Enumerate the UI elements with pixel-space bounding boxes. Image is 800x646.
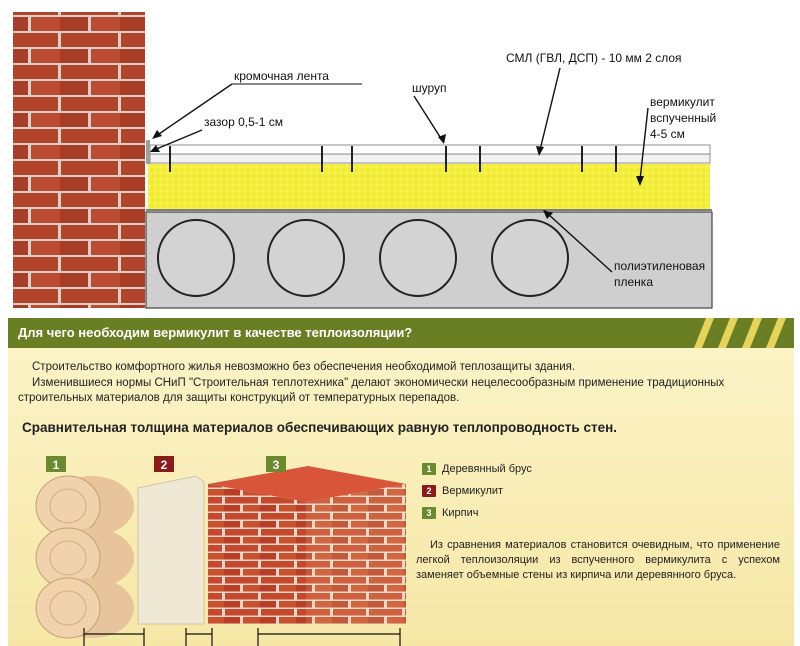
slab-hollow-2	[267, 219, 345, 297]
conclusion-text: Из сравнения материалов становится очеви…	[416, 539, 780, 581]
label-vermiculite-2: вспученный	[650, 111, 716, 125]
brick-wall	[13, 12, 145, 308]
paragraph-1: Строительство комфортного жилья невозмож…	[32, 361, 576, 373]
paragraph-3: строительных материалов для защиты конст…	[18, 392, 460, 404]
comparison-title: Сравнительная толщина материалов обеспеч…	[22, 420, 617, 435]
sheet-layer-1	[149, 153, 711, 164]
vermiculite-board	[137, 475, 205, 625]
badge-2: 2	[154, 456, 174, 472]
legend-item-wood: 1 Деревянный брус	[422, 462, 532, 476]
vermiculite-layer	[148, 164, 710, 209]
badge-3: 3	[266, 456, 286, 472]
floor-cross-section-diagram: кромочная лента зазор 0,5-1 см шуруп СМЛ…	[0, 0, 800, 318]
label-film-2: пленка	[614, 275, 653, 289]
wooden-beam-logs	[35, 475, 134, 639]
materials-illustration: 1 2 3	[35, 456, 406, 646]
paragraph-2: Изменившиеся нормы СНиП "Строительная те…	[32, 377, 725, 389]
svg-text:1: 1	[53, 458, 60, 472]
legend-label-brick: Кирпич	[442, 507, 479, 519]
legend-label-vermiculite: Вермикулит	[442, 485, 504, 497]
legend-label-wood: Деревянный брус	[442, 463, 532, 475]
banner-stripes	[694, 318, 786, 348]
banner-title: Для чего необходим вермикулит в качестве…	[18, 325, 413, 340]
sheet-layer-2	[149, 144, 711, 155]
legend-item-brick: 3 Кирпич	[422, 506, 479, 520]
svg-text:2: 2	[161, 458, 168, 472]
svg-text:3: 3	[273, 458, 280, 472]
edge-tape	[146, 140, 150, 164]
dimension-lines	[83, 628, 401, 646]
brick-block-side	[306, 484, 406, 624]
slab-hollow-1	[157, 219, 235, 297]
legend-item-vermiculite: 2 Вермикулит	[422, 484, 503, 498]
label-vermiculite-3: 4-5 см	[650, 127, 685, 141]
legend-badge-1: 1	[422, 463, 436, 475]
legend-badge-2: 2	[422, 485, 436, 497]
label-film-1: полиэтиленовая	[614, 259, 705, 273]
screws	[169, 146, 617, 172]
section-banner: Для чего необходим вермикулит в качестве…	[8, 318, 794, 348]
label-sheet: СМЛ (ГВЛ, ДСП) - 10 мм 2 слоя	[506, 51, 682, 65]
leader-lines	[153, 67, 649, 273]
label-screw: шуруп	[412, 81, 447, 95]
badge-1: 1	[46, 456, 66, 472]
brick-block-top	[208, 466, 406, 502]
label-edge-tape: кромочная лента	[234, 69, 329, 83]
brick-block-front	[208, 484, 306, 624]
legend-badge-3: 3	[422, 507, 436, 519]
info-section: Строительство комфортного жилья невозмож…	[8, 348, 794, 646]
label-vermiculite-1: вермикулит	[650, 95, 715, 109]
label-gap: зазор 0,5-1 см	[204, 115, 283, 129]
slab-hollow-4	[491, 219, 569, 297]
arrow-heads	[150, 130, 644, 219]
slab-hollow-3	[379, 219, 457, 297]
